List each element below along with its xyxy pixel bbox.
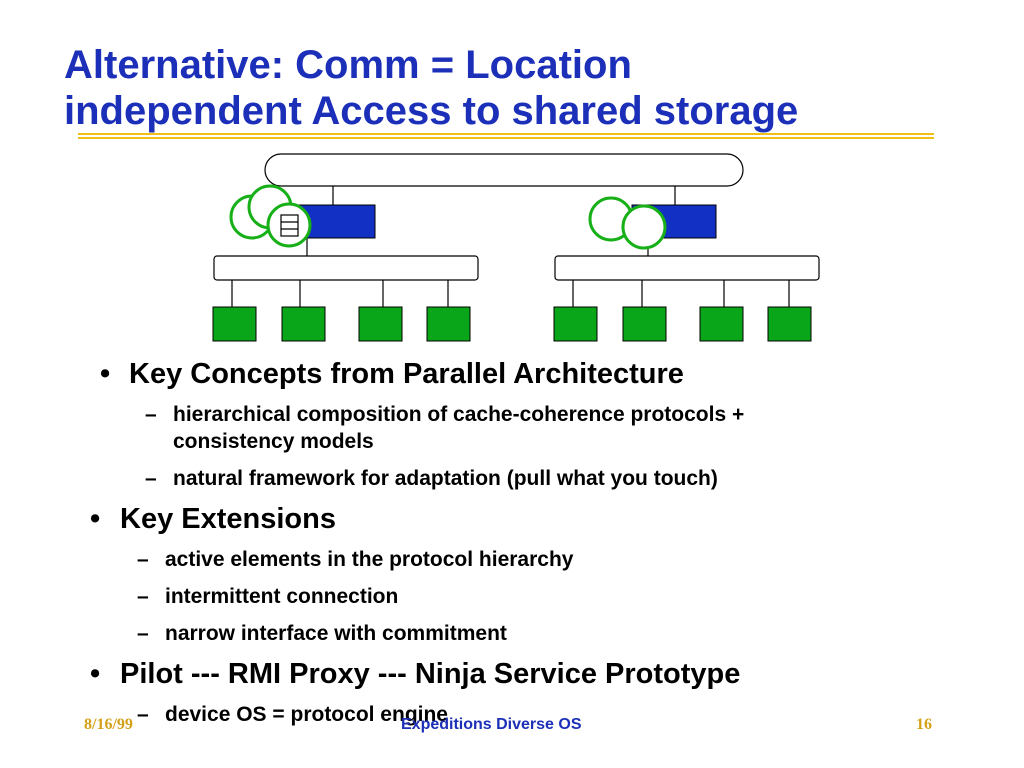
- bullet-marker: •: [90, 503, 101, 535]
- sub-marker: –: [137, 622, 149, 645]
- sub-bullet-cache-coherence: hierarchical composition of cache-cohere…: [173, 403, 745, 426]
- title-underline: [78, 133, 934, 139]
- top-bus: [264, 153, 744, 187]
- bullet-marker: •: [90, 658, 101, 690]
- sub-bullet-intermittent: intermittent connection: [165, 585, 399, 608]
- device-icon: [280, 214, 299, 237]
- bullet-key-extensions: Key Extensions: [120, 503, 336, 535]
- sub-bullet-device-os: device OS = protocol engine: [165, 703, 448, 726]
- leaf-node: [767, 306, 812, 342]
- footer-page-number: 16: [916, 716, 932, 733]
- sub-bullet-active-elements: active elements in the protocol hierarch…: [165, 548, 574, 571]
- title-line-1: Alternative: Comm = Location: [64, 43, 632, 87]
- leaf-node: [212, 306, 257, 342]
- sub-bullet-adaptation: natural framework for adaptation (pull w…: [173, 467, 718, 490]
- left-bus: [213, 255, 479, 281]
- bullet-marker: •: [100, 358, 111, 390]
- leaf-node: [622, 306, 667, 342]
- bullet-pilot: Pilot --- RMI Proxy --- Ninja Service Pr…: [120, 658, 741, 690]
- active-element-circle: [621, 204, 667, 250]
- sub-bullet-cache-coherence-cont: consistency models: [173, 430, 374, 453]
- footer-center: Expeditions Diverse OS: [401, 716, 582, 733]
- sub-marker: –: [137, 703, 149, 726]
- right-bus: [554, 255, 820, 281]
- hierarchy-diagram: [212, 153, 820, 342]
- sub-marker: –: [145, 403, 157, 426]
- bullet-key-concepts: Key Concepts from Parallel Architecture: [129, 358, 684, 390]
- slide-title: Alternative: Comm = Location independent…: [64, 42, 964, 134]
- leaf-node: [699, 306, 744, 342]
- sub-marker: –: [137, 548, 149, 571]
- leaf-node: [281, 306, 326, 342]
- sub-bullet-narrow-interface: narrow interface with commitment: [165, 622, 507, 645]
- leaf-node: [553, 306, 598, 342]
- leaf-node: [358, 306, 403, 342]
- leaf-node: [426, 306, 471, 342]
- sub-marker: –: [137, 585, 149, 608]
- sub-marker: –: [145, 467, 157, 490]
- footer-date: 8/16/99: [84, 716, 133, 733]
- title-line-2: independent Access to shared storage: [64, 89, 799, 133]
